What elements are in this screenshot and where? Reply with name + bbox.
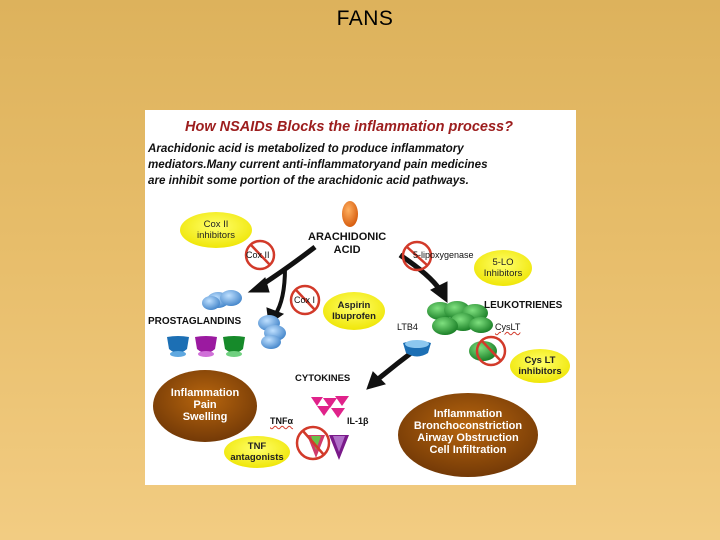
no-sign-cox1 — [289, 284, 321, 316]
cyslt-label: CysLT — [495, 322, 521, 332]
intro-line: Arachidonic acid is metabolized to produ… — [148, 142, 464, 155]
figure-title: How NSAIDs Blocks the inflammation proce… — [185, 119, 513, 135]
cox2-enzyme-label: Cox II — [246, 250, 270, 260]
balloon-line: Cox II — [203, 219, 229, 230]
outcome-line: Inflammation — [433, 408, 503, 420]
block-signs — [244, 239, 507, 461]
arrowhead-cytokines — [366, 371, 386, 390]
prostaglandins-label: PROSTAGLANDINS — [148, 316, 242, 327]
balloon-line: TNF — [247, 441, 267, 452]
balloon-tnf — [224, 436, 290, 468]
balloon-line: Inhibitors — [483, 268, 523, 279]
ltb4-label: LTB4 — [397, 322, 418, 332]
outcome-blob-right — [398, 393, 538, 477]
outcome-line: Cell Infiltration — [429, 444, 507, 456]
balloon-aspirin — [323, 292, 385, 330]
balloon-line: inhibitors — [518, 366, 562, 377]
balloon-line: 5-LO — [492, 257, 514, 268]
balloon-cyslt — [510, 349, 570, 383]
5lo-inhibitors-text: 5-LO Inhibitors — [478, 257, 528, 279]
outcome-right-text: Inflammation Bronchoconstriction Airway … — [403, 408, 533, 456]
balloon-line: antagonists — [230, 452, 284, 463]
arachidonic-line2: ACID — [333, 244, 361, 256]
arachidonic-acid-drop — [342, 201, 358, 227]
balloon-5lo — [474, 250, 532, 286]
arrowhead-leukotrienes — [430, 281, 448, 303]
outcome-line: Bronchoconstriction — [413, 420, 523, 432]
intro-line: are inhibit some portion of the arachido… — [148, 174, 469, 187]
il1-beta-label: IL-1β — [347, 416, 369, 426]
no-sign-cyslt — [475, 335, 507, 367]
balloon-line: inhibitors — [196, 230, 236, 241]
intro-paragraph: Arachidonic acid is metabolized to produ… — [148, 141, 488, 189]
leukotrienes-label: LEUKOTRIENES — [484, 300, 563, 311]
outcome-blob-left — [153, 370, 257, 442]
cytokines-label: CYTOKINES — [295, 373, 351, 384]
cox2-inhibitors-text: Cox II inhibitors — [190, 219, 242, 241]
arachidonic-line1: ARACHIDONIC — [308, 231, 387, 243]
intro-line: mediators.Many current anti-inflammatory… — [148, 158, 488, 171]
no-sign-lipoxygenase — [401, 240, 433, 272]
outcome-line: Pain — [193, 399, 217, 411]
no-sign-tnf — [295, 425, 331, 461]
balloon-line: Cys LT — [524, 355, 556, 366]
slide-title: FANS — [336, 7, 394, 30]
cox1-enzyme-label: Cox I — [294, 295, 316, 305]
arrowhead-prostaglandins — [247, 277, 270, 293]
aspirin-ibuprofen-text: Aspirin Ibuprofen — [325, 300, 383, 322]
outcome-line: Airway Obstruction — [417, 432, 519, 444]
diagram-artwork — [153, 201, 570, 477]
lipoxygenase-label: 5-lipoxygenase — [413, 250, 474, 260]
no-sign-cox2 — [244, 239, 276, 271]
outcome-line: Inflammation — [170, 387, 240, 399]
tnf-alpha-label: TNFα — [270, 416, 294, 426]
balloon-cox2 — [180, 212, 252, 248]
outcome-left-text: Inflammation Pain Swelling — [161, 387, 249, 423]
tnf-antagonists-text: TNF antagonists — [227, 441, 287, 463]
outcome-line: Swelling — [182, 411, 228, 423]
prostaglandin-molecules — [167, 290, 286, 357]
cyslt-inhibitors-text: Cys LT inhibitors — [513, 355, 567, 377]
balloon-line: Ibuprofen — [332, 311, 376, 322]
nsaid-pathway-diagram: How NSAIDs Blocks the inflammation proce… — [145, 110, 576, 485]
leukotriene-molecules — [403, 301, 497, 361]
balloon-line: Aspirin — [337, 300, 371, 311]
arachidonic-acid-label: ARACHIDONIC ACID — [308, 231, 386, 257]
